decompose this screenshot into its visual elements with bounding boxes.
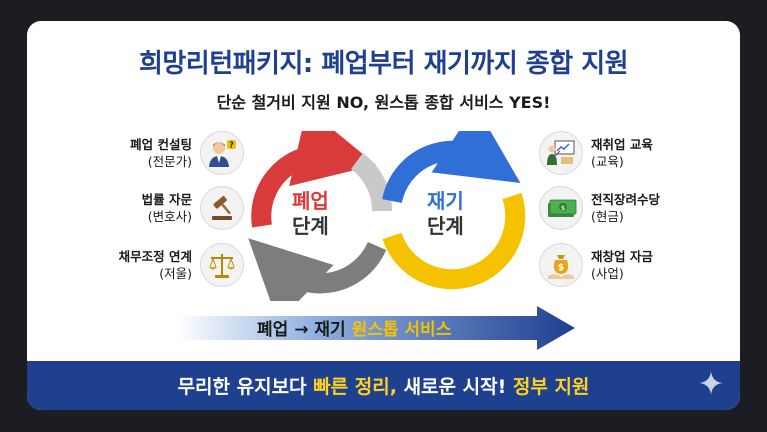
slogan-part1: 무리한 유지보다 [177, 376, 307, 398]
training-icon [539, 131, 583, 175]
left-ring-gray-arc [248, 238, 387, 301]
left-ring-red-arc [251, 131, 377, 228]
banner-prefix: 폐업 → 재기 [257, 320, 346, 340]
cycle-diagram [248, 131, 526, 301]
svg-text:$: $ [561, 205, 565, 212]
item-sublabel: (사업) [591, 266, 624, 281]
right-ring-blue-arc [382, 131, 521, 204]
item-label: 법률 자문 [141, 192, 192, 207]
left-item-consulting: 폐업 컨설팅 (전문가) ? [130, 131, 244, 175]
infographic-card: 희망리턴패키지: 폐업부터 재기까지 종합 지원 단순 철거비 지원 NO, 원… [27, 21, 740, 410]
item-sublabel: (저울) [159, 266, 192, 281]
stage-line2: 단계 [427, 214, 464, 238]
gavel-icon [200, 186, 244, 230]
item-sublabel: (교육) [591, 154, 624, 169]
slogan-highlight1: 빠른 정리, [313, 376, 397, 398]
item-label: 전직장려수당 [591, 192, 661, 207]
cash-icon: $ [539, 186, 583, 230]
banner-text: 폐업 → 재기 원스톱 서비스 [257, 315, 451, 340]
right-ring-yellow-arc [382, 192, 526, 290]
right-item-training: 재취업 교육 (교육) [539, 131, 653, 175]
left-item-legal: 법률 자문 (변호사) [142, 186, 244, 230]
left-ring-lightgray-arc [350, 152, 393, 212]
svg-text:$: $ [558, 263, 564, 273]
item-sublabel: (전문가) [147, 154, 192, 169]
page-subtitle: 단순 철거비 지원 NO, 원스톱 종합 서비스 YES! [216, 93, 551, 112]
item-sublabel: (현금) [591, 209, 624, 224]
money-bag-icon: $ [539, 243, 583, 287]
slogan-highlight2: 정부 지원 [512, 376, 590, 398]
left-item-debt: 채무조정 연계 (저울) [119, 243, 244, 287]
consultant-icon: ? [200, 131, 244, 175]
bottom-slogan-bar: 무리한 유지보다 빠른 정리, 새로운 시작! 정부 지원 [27, 361, 740, 410]
right-item-allowance: $ 전직장려수당 (현금) [539, 186, 660, 230]
stage-recovery-label: 재기 단계 [427, 189, 464, 239]
page-title: 희망리턴패키지: 폐업부터 재기까지 종합 지원 [138, 49, 629, 79]
stage-line1: 폐업 [292, 189, 329, 213]
item-label: 재취업 교육 [591, 137, 653, 152]
stage-line2: 단계 [292, 214, 329, 238]
banner-arrow [177, 306, 575, 350]
svg-text:?: ? [229, 141, 234, 150]
scales-icon [200, 243, 244, 287]
right-item-startup: $ 재창업 자금 (사업) [539, 243, 653, 287]
item-label: 폐업 컨설팅 [130, 137, 192, 152]
stage-line1: 재기 [427, 189, 464, 213]
item-label: 재창업 자금 [591, 249, 653, 264]
item-sublabel: (변호사) [147, 209, 192, 224]
slogan-part2: 새로운 시작! [403, 376, 507, 398]
item-label: 채무조정 연계 [118, 249, 192, 264]
stage-closure-label: 폐업 단계 [292, 189, 329, 239]
banner-highlight: 원스톱 서비스 [351, 320, 452, 340]
sparkle-icon [699, 371, 723, 395]
